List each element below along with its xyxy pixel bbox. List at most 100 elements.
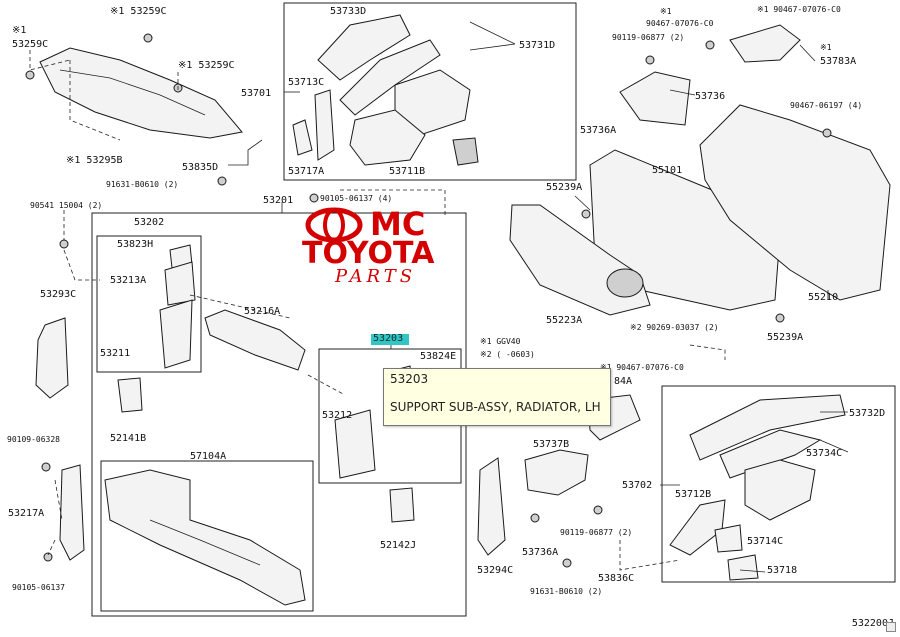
label-mark2-90269: ※2 90269-03037 (2): [630, 323, 719, 332]
53294c-part[interactable]: [477, 457, 506, 556]
nut-icon: [822, 128, 832, 138]
dash-hole-part: [606, 268, 644, 298]
label-90105-top: 90105-06137 (4): [320, 194, 392, 203]
label-90109: 90109-06328: [7, 435, 60, 444]
label-53736a-bottom: 53736A: [522, 547, 558, 558]
label-53717a: 53717A: [288, 166, 324, 177]
label-53714c: 53714C: [747, 536, 783, 547]
apron-group-box: [661, 385, 896, 583]
52141b-part[interactable]: [117, 377, 143, 413]
label-53836c: 53836C: [598, 573, 634, 584]
label-mark1-tr: ※1: [660, 7, 672, 16]
label-57104a: 57104A: [190, 451, 226, 462]
53217a-part[interactable]: [59, 464, 85, 561]
label-mark2-0603: ※2 ( -0603): [480, 350, 535, 359]
label-53259c-top: ※1 53259C: [110, 6, 167, 17]
label-53835d: 53835D: [182, 162, 218, 173]
hood-seal-part[interactable]: [39, 47, 243, 139]
53702-part[interactable]: [744, 459, 816, 521]
bracket-small-part[interactable]: [452, 137, 479, 166]
53712b-part[interactable]: [669, 499, 726, 556]
53713c-part[interactable]: [314, 89, 335, 161]
omc-toyota-parts-watermark: MC TOYOTA PARTS: [302, 205, 435, 285]
scroll-corner: [886, 622, 896, 632]
bolt-icon: [705, 40, 715, 50]
svg-text:TOYOTA: TOYOTA: [302, 236, 435, 271]
bolt-icon: [309, 193, 319, 203]
label-mark1-53783: ※1: [820, 43, 832, 52]
label-53216a: 53216A: [244, 306, 280, 317]
53736-part[interactable]: [619, 71, 691, 126]
label-53712b: 53712B: [675, 489, 711, 500]
label-53737b: 53737B: [533, 439, 569, 450]
clip-icon: [25, 70, 35, 80]
53717a-part[interactable]: [292, 119, 313, 156]
53293c-part[interactable]: [35, 317, 69, 399]
55210-silencer-part[interactable]: [699, 104, 891, 301]
bolt-icon: [41, 462, 51, 472]
53213a-part[interactable]: [164, 261, 196, 306]
label-90105-bottom: 90105-06137: [12, 583, 65, 592]
clip-icon: [581, 209, 591, 219]
label-53734c: 53734C: [806, 448, 842, 459]
52142j-part[interactable]: [389, 487, 415, 523]
label-84a: 84A: [614, 376, 632, 387]
label-90541: 90541 15004 (2): [30, 201, 102, 210]
label-53731d: 53731D: [519, 40, 555, 51]
57104a-part[interactable]: [104, 469, 306, 606]
53732d-part[interactable]: [689, 394, 846, 461]
bolt-icon: [43, 552, 53, 562]
label-55223a: 55223A: [546, 315, 582, 326]
label-53718: 53718: [767, 565, 797, 576]
53718-part[interactable]: [727, 554, 759, 581]
label-53733d: 53733D: [330, 6, 366, 17]
label-mark1-ggv40: ※1 GGV40: [480, 337, 521, 346]
label-90467-tl: 90467-07076-C0: [646, 19, 714, 28]
label-53211: 53211: [100, 348, 130, 359]
label-90119-top: 90119-06877 (2): [612, 33, 684, 42]
upper-cowl-group-box: [283, 2, 577, 181]
label-53823h: 53823H: [117, 239, 153, 250]
label-53212: 53212: [322, 410, 352, 421]
label-55239a-right: 55239A: [767, 332, 803, 343]
cowl-top-panel-part[interactable]: [317, 14, 411, 81]
label-53783a: 53783A: [820, 56, 856, 67]
53211-part[interactable]: [159, 299, 193, 369]
part-53203-highlight[interactable]: [371, 334, 409, 345]
cowl-side-part[interactable]: [339, 39, 441, 116]
label-53732d: 53732D: [849, 408, 885, 419]
diagram-id: 532200J: [851, 618, 894, 629]
clip-icon: [143, 33, 153, 43]
label-53711b: 53711B: [389, 166, 425, 177]
label-53294c: 53294C: [477, 565, 513, 576]
fasteners: [25, 33, 832, 568]
bolt-icon: [593, 505, 603, 515]
bolt-icon: [217, 176, 227, 186]
label-55101: 55101: [652, 165, 682, 176]
bolt-icon: [562, 558, 572, 568]
label-53293c: 53293C: [40, 289, 76, 300]
label-53736a-top: 53736A: [580, 125, 616, 136]
label-53701: 53701: [241, 88, 271, 99]
label-53259c-mid: ※1 53259C: [178, 60, 235, 71]
cowl-lower-part[interactable]: [349, 109, 426, 166]
label-55239a-left: 55239A: [546, 182, 582, 193]
clip-icon: [530, 513, 540, 523]
tooltip-part-code: 53203: [390, 372, 429, 386]
53737b-part[interactable]: [524, 449, 589, 496]
label-52141b: 52141B: [110, 433, 146, 444]
53212-part[interactable]: [334, 409, 376, 479]
label-55210: 55210: [808, 292, 838, 303]
label-53295b: ※1 53295B: [66, 155, 123, 166]
label-53824e: 53824E: [420, 351, 456, 362]
label-53259c-left: 53259C: [12, 39, 48, 50]
53783a-part[interactable]: [729, 24, 801, 63]
clip-icon: [775, 313, 785, 323]
53734c-part[interactable]: [719, 429, 822, 479]
label-90467-06197: 90467-06197 (4): [790, 101, 862, 110]
53216a-part[interactable]: [204, 309, 306, 371]
53714c-part[interactable]: [714, 524, 743, 553]
label-53201: 53201: [263, 195, 293, 206]
part-53203-link[interactable]: 53203: [373, 333, 404, 344]
